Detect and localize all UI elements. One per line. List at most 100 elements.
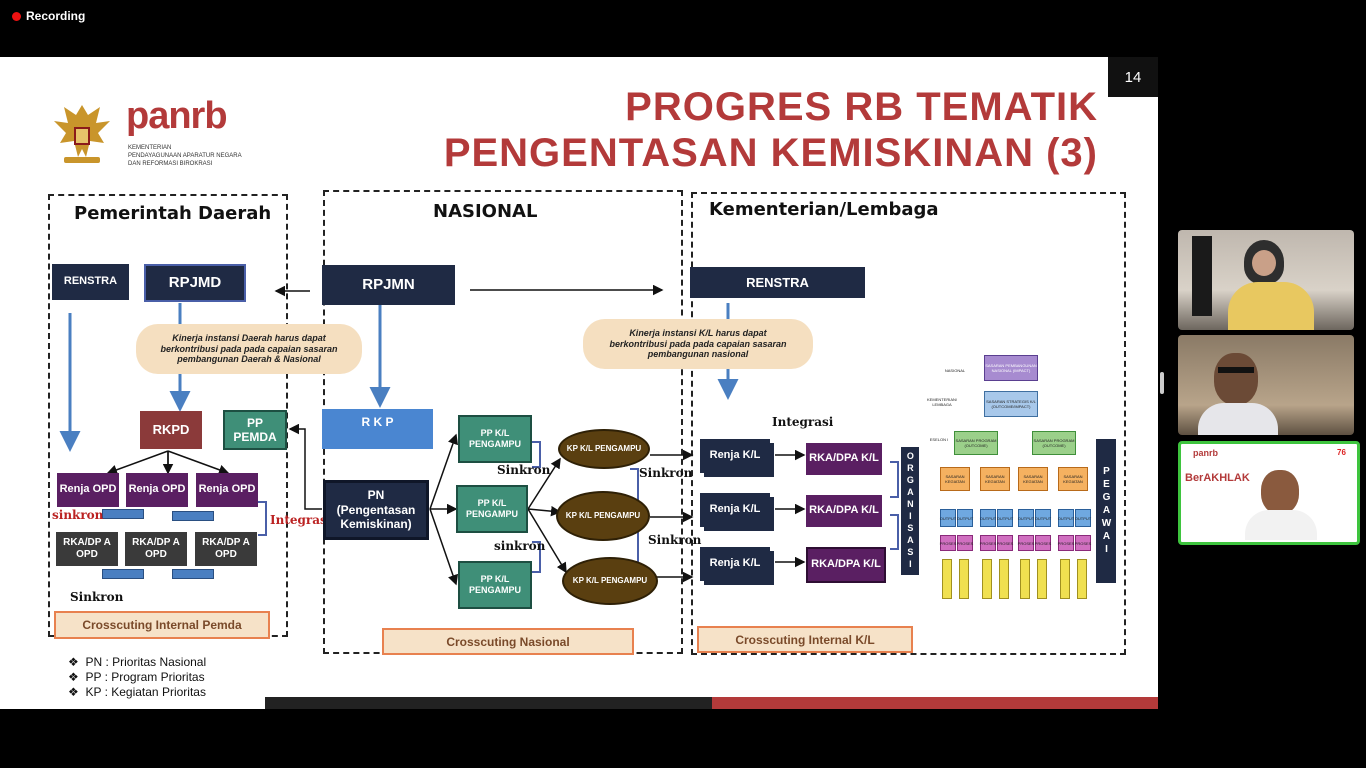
mini-second-box: SASARAN STRATEGIS K/L (OUTCOME/IMPACT)	[984, 391, 1038, 417]
box-rka-opd-2: RKA/DP A OPD	[125, 532, 187, 566]
slide-title-line2: PENGENTASAN KEMISKINAN (3)	[443, 131, 1098, 175]
participant-face	[1261, 470, 1299, 514]
mini-proses-box: PROSES	[980, 535, 996, 551]
section-title-daerah: Pemerintah Daerah	[74, 203, 272, 224]
recording-label: Recording	[26, 9, 86, 23]
box-renja-opd-3: Renja OPD	[196, 473, 258, 507]
mini-label-nasional: NASIONAL	[944, 367, 966, 373]
connector-bar	[172, 569, 214, 579]
mini-kegiatan-box: SASARAN KEGIATAN	[1058, 467, 1088, 491]
label-integrasi-daerah: Integrasi	[270, 513, 332, 527]
tile3-banner: BerAKHLAK	[1185, 472, 1250, 484]
mini-proses-box: PROSES	[940, 535, 956, 551]
bubble-daerah: Kinerja instansi Daerah harus dapat berk…	[136, 324, 362, 374]
box-rka-kl-2: RKA/DPA K/L	[806, 495, 882, 527]
participant-body	[1198, 403, 1278, 435]
participant-face	[1214, 353, 1258, 405]
box-renja-opd-1: Renja OPD	[57, 473, 119, 507]
mini-activity-box	[959, 559, 969, 599]
mini-program-box-1: SASARAN PROGRAM (OUTCOME)	[954, 431, 998, 455]
mini-output-box: OUTPUT	[1058, 509, 1074, 527]
mini-kegiatan-box: SASARAN KEGIATAN	[1018, 467, 1048, 491]
scroll-handle[interactable]	[1160, 372, 1164, 394]
slide-number: 14	[1108, 57, 1158, 97]
legend-item: ❖ KP : Kegiatan Prioritas	[68, 685, 206, 699]
mini-proses-box: PROSES	[957, 535, 973, 551]
box-pegawai: PEGAWAI	[1096, 439, 1116, 583]
participant-video-2[interactable]	[1178, 335, 1354, 435]
box-renja-opd-2: Renja OPD	[126, 473, 188, 507]
mini-activity-box	[1037, 559, 1047, 599]
box-renja-kl-3: Renja K/L	[700, 547, 770, 581]
box-pp-pemda: PP PEMDA	[223, 410, 287, 450]
mini-proses-box: PROSES	[1058, 535, 1074, 551]
connector-bar	[102, 569, 144, 579]
box-pn: PN (Pengentasan Kemiskinan)	[323, 480, 429, 540]
mini-top-box: SASARAN PEMBANGUNAN NASIONAL (IMPACT)	[984, 355, 1038, 381]
box-kp-kl-2: KP K/L PENGAMPU	[556, 491, 650, 541]
connector-bar	[172, 511, 214, 521]
participant-face	[1252, 250, 1276, 276]
mini-activity-box	[982, 559, 992, 599]
mini-output-box: OUTPUT	[1018, 509, 1034, 527]
box-organisasi: ORGANISASI	[901, 447, 919, 575]
crosscutting-kl: Crosscuting Internal K/L	[697, 626, 913, 653]
mini-proses-box: PROSES	[1018, 535, 1034, 551]
box-rka-kl-1: RKA/DPA K/L	[806, 443, 882, 475]
legend-item: ❖ PP : Program Prioritas	[68, 670, 205, 684]
tile3-number: 76	[1337, 448, 1346, 457]
crosscutting-daerah: Crosscuting Internal Pemda	[54, 611, 270, 639]
brand-subtitle-3: DAN REFORMASI BIROKRASI	[128, 161, 213, 167]
box-rka-kl-3: RKA/DPA K/L	[806, 547, 886, 583]
mini-label-eselon1: ESELON I	[929, 436, 949, 442]
mini-program-box-2: SASARAN PROGRAM (OUTCOME)	[1032, 431, 1076, 455]
participant-video-1[interactable]	[1178, 230, 1354, 330]
participant-video-3-active[interactable]: panrb 76 BerAKHLAK	[1178, 441, 1360, 545]
mini-proses-box: PROSES	[997, 535, 1013, 551]
tile3-brand: panrb	[1193, 448, 1219, 458]
flag-stand-icon	[1192, 236, 1212, 316]
brand-subtitle-2: PENDAYAGUNAAN APARATUR NEGARA	[128, 153, 242, 159]
box-pp-kl-1: PP K/L PENGAMPU	[458, 415, 532, 463]
box-pp-kl-3: PP K/L PENGAMPU	[458, 561, 532, 609]
participant-body	[1245, 510, 1317, 540]
recording-indicator: Recording	[12, 9, 85, 23]
mini-output-box: OUTPUT	[1035, 509, 1051, 527]
mini-output-box: OUTPUT	[957, 509, 973, 527]
slide-footer-bar-red	[712, 697, 1158, 709]
brand-logo: panrb	[126, 95, 228, 137]
box-rka-opd-1: RKA/DP A OPD	[56, 532, 118, 566]
mini-activity-box	[999, 559, 1009, 599]
mini-activity-box	[1020, 559, 1030, 599]
label-integrasi-kl: Integrasi	[772, 415, 834, 429]
label-sinkron-daerah-bottom: Sinkron	[70, 590, 124, 604]
section-title-nasional: NASIONAL	[433, 201, 538, 222]
label-sinkron-nasional-1: Sinkron	[497, 463, 551, 477]
connector-bar	[102, 509, 144, 519]
participant-glasses	[1218, 367, 1254, 373]
participant-body	[1228, 282, 1314, 330]
box-renja-kl-2: Renja K/L	[700, 493, 770, 527]
box-kp-kl-1: KP K/L PENGAMPU	[558, 429, 650, 469]
legend: ❖ PN : Prioritas Nasional ❖ PP : Program…	[68, 655, 206, 700]
mini-kegiatan-box: SASARAN KEGIATAN	[980, 467, 1010, 491]
box-rpjmd: RPJMD	[144, 264, 246, 302]
garuda-emblem-icon	[50, 99, 114, 167]
mini-label-kementerian: KEMENTERIAN/ LEMBAGA	[926, 397, 957, 407]
legend-item: ❖ PN : Prioritas Nasional	[68, 655, 207, 669]
bubble-kl: Kinerja instansi K/L harus dapat berkont…	[583, 319, 813, 369]
mini-output-box: OUTPUT	[940, 509, 956, 527]
flow-arrows	[59, 284, 899, 586]
label-sinkron-nasional-3: Sinkron	[639, 466, 693, 480]
record-dot-icon	[12, 11, 21, 21]
mini-activity-box	[942, 559, 952, 599]
mini-kegiatan-box: SASARAN KEGIATAN	[940, 467, 970, 491]
mini-activity-box	[1077, 559, 1087, 599]
shared-slide: 14 panrb KEMENTERIAN PENDAYAGUNAAN APARA…	[0, 57, 1158, 709]
slide-footer-bar-dark	[265, 697, 712, 709]
section-title-kl: Kementerian/Lembaga	[709, 199, 939, 220]
box-pp-kl-2: PP K/L PENGAMPU	[456, 485, 528, 533]
box-rka-opd-3: RKA/DP A OPD	[195, 532, 257, 566]
mini-output-box: OUTPUT	[1075, 509, 1091, 527]
crosscutting-nasional: Crosscuting Nasional	[382, 628, 634, 655]
